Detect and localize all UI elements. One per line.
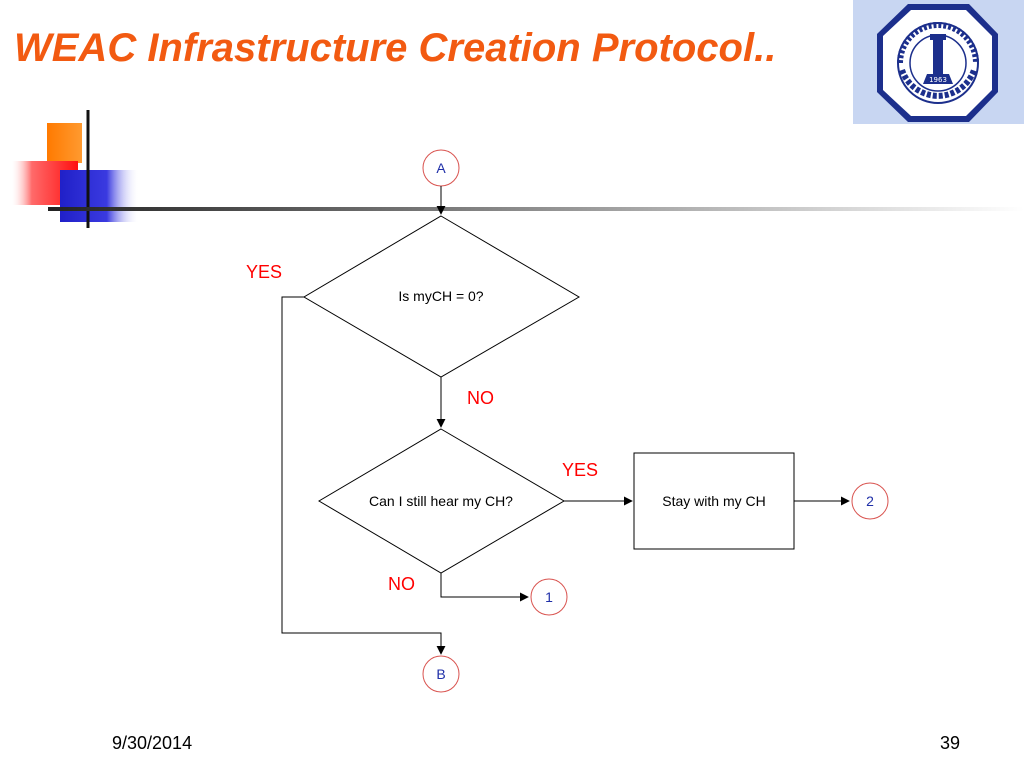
edge-decision2-no	[440, 573, 529, 602]
process-stay-with-ch: Stay with my CH	[633, 452, 795, 550]
label-no-decision1: NO	[467, 388, 494, 408]
svg-text:A: A	[436, 160, 446, 176]
university-seal-icon: 1963	[877, 4, 998, 122]
svg-text:B: B	[436, 666, 445, 682]
label-yes-decision1: YES	[246, 262, 282, 282]
header-rule	[48, 199, 1024, 211]
svg-text:Can I still hear my CH?: Can I still hear my CH?	[369, 493, 513, 509]
connector-a: A	[422, 149, 460, 187]
svg-text:Stay with my CH: Stay with my CH	[662, 493, 765, 509]
connector-2: 2	[851, 482, 889, 520]
slide-title: WEAC Infrastructure Creation Protocol..	[14, 26, 777, 70]
connector-b: B	[422, 655, 460, 693]
university-logo: 1963	[853, 0, 1024, 124]
blue-block	[60, 170, 138, 222]
label-no-decision2: NO	[388, 574, 415, 594]
slide-date: 9/30/2014	[112, 733, 193, 753]
svg-text:1963: 1963	[929, 76, 947, 84]
decision-can-i-hear-ch: Can I still hear my CH?	[318, 428, 565, 574]
decision-is-mych-zero: Is myCH = 0?	[303, 215, 580, 378]
connector-1: 1	[530, 578, 568, 616]
edge-decision1-yes-to-b	[281, 296, 446, 655]
svg-text:2: 2	[866, 493, 874, 509]
orange-block	[47, 123, 82, 163]
slide-page-number: 39	[940, 733, 961, 753]
svg-text:1: 1	[545, 589, 553, 605]
label-yes-decision2: YES	[562, 460, 598, 480]
svg-text:Is myCH = 0?: Is myCH = 0?	[398, 288, 483, 304]
